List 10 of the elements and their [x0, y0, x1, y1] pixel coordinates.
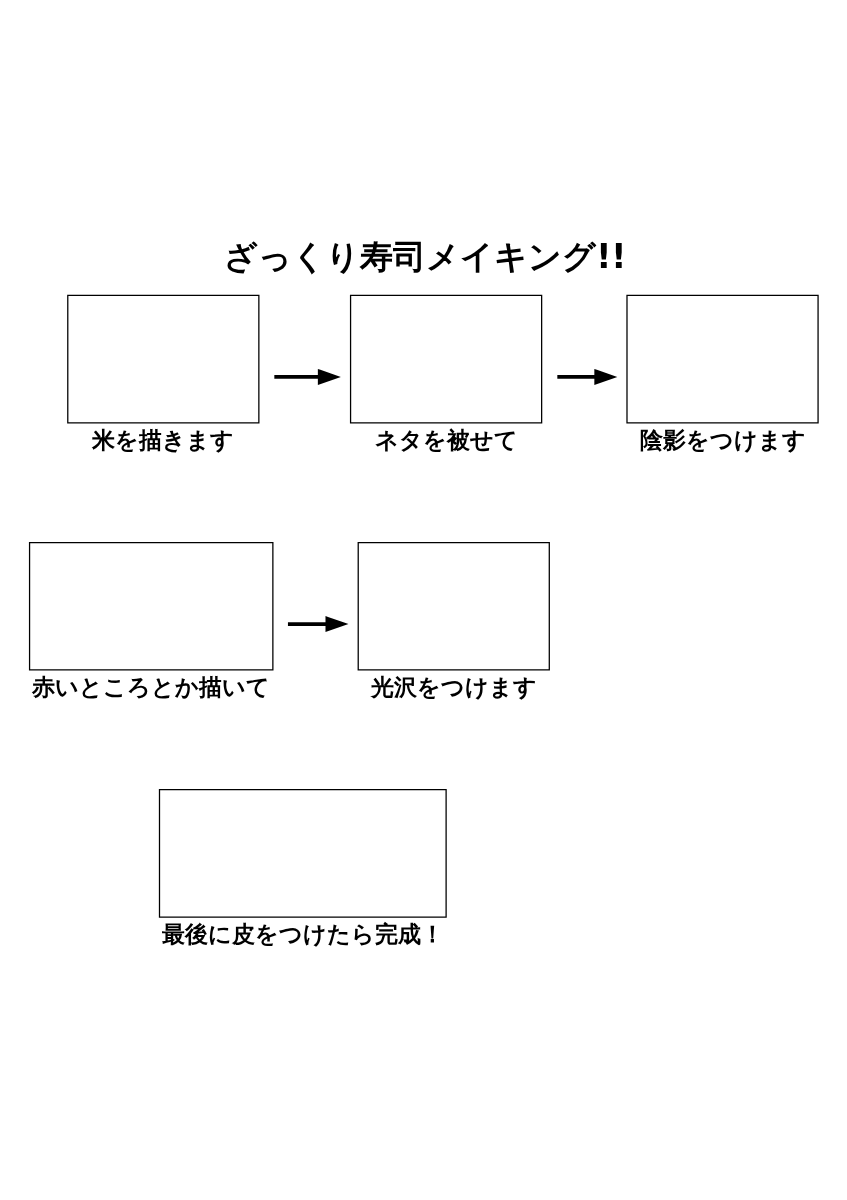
- diagram-title: ざっくり寿司メイキング!!: [224, 236, 627, 276]
- arrow: [557, 368, 618, 385]
- arrow: [287, 615, 349, 632]
- node-label: 光沢をつけます: [370, 673, 537, 700]
- node-label: 最後に皮をつけたら完成！: [162, 920, 445, 947]
- node-label: ネタを被せて: [374, 426, 518, 453]
- node-label: 陰影をつけます: [639, 426, 806, 453]
- node-label: 赤いところとか描いて: [32, 673, 271, 700]
- arrow: [274, 368, 341, 385]
- node-label: 米を描きます: [91, 426, 234, 453]
